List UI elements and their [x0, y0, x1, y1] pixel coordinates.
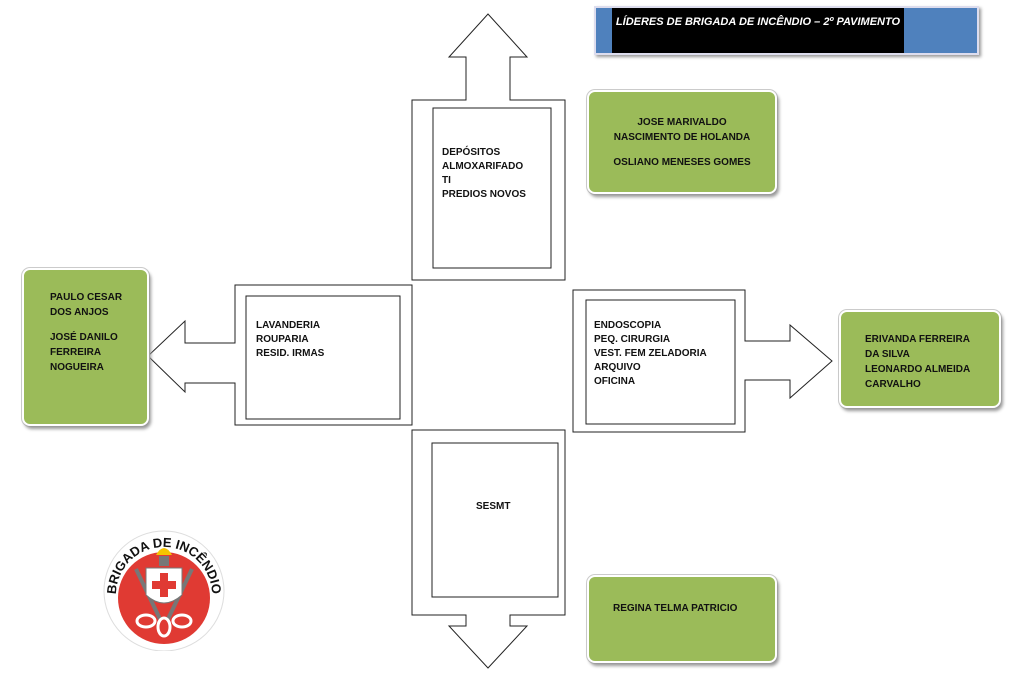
leader-name: JOSE MARIVALDO	[637, 117, 727, 128]
area-label: ROUPARIA	[256, 334, 309, 345]
leader-name: JOSÉ DANILO	[50, 332, 118, 343]
leader-name: REGINA TELMA PATRICIO	[613, 603, 738, 614]
area-label: DEPÓSITOS	[442, 147, 501, 158]
south-leaders-box: REGINA TELMA PATRICIO	[587, 575, 777, 663]
title-text: LÍDERES DE BRIGADA DE INCÊNDIO – 2º PAVI…	[612, 8, 904, 53]
north-leaders-box: JOSE MARIVALDO NASCIMENTO DE HOLANDA OSL…	[587, 90, 777, 194]
area-label: TI	[442, 175, 451, 186]
west-inner-box	[245, 295, 401, 420]
east-leaders-box: ERIVANDA FERREIRA DA SILVA LEONARDO ALME…	[839, 310, 1001, 408]
area-label: ENDOSCOPIA	[594, 320, 662, 331]
area-label: ALMOXARIFADO	[442, 161, 524, 172]
leader-name: FERREIRA	[50, 347, 102, 358]
area-label: SESMT	[476, 501, 511, 512]
east-inner-box	[585, 299, 736, 425]
north-inner-box	[432, 107, 552, 269]
area-label: PEQ. CIRURGIA	[594, 334, 671, 345]
area-label: PREDIOS NOVOS	[442, 189, 526, 200]
leader-name: DOS ANJOS	[50, 307, 109, 318]
west-areas: LAVANDERIA ROUPARIA RESID. IRMAS	[256, 319, 324, 361]
leader-name: LEONARDO ALMEIDA	[865, 364, 971, 375]
brigada-logo: BRIGADA DE INCÊNDIO	[103, 530, 225, 651]
area-label: LAVANDERIA	[256, 320, 321, 331]
area-label: OFICINA	[594, 376, 636, 387]
north-areas: DEPÓSITOS ALMOXARIFADO TI PREDIOS NOVOS	[442, 146, 526, 202]
leader-name: DA SILVA	[865, 349, 910, 360]
area-label: ARQUIVO	[594, 362, 641, 373]
leader-name: NOGUEIRA	[50, 362, 104, 373]
leader-name: PAULO CESAR	[50, 292, 123, 303]
area-label: RESID. IRMAS	[256, 348, 325, 359]
area-label: VEST. FEM ZELADORIA	[594, 348, 707, 359]
leader-name: OSLIANO MENESES GOMES	[613, 157, 751, 168]
south-areas: SESMT	[476, 500, 510, 514]
leader-name: NASCIMENTO DE HOLANDA	[613, 132, 751, 143]
leader-name: CARVALHO	[865, 379, 921, 390]
south-inner-box	[431, 442, 559, 598]
title-banner: LÍDERES DE BRIGADA DE INCÊNDIO – 2º PAVI…	[594, 6, 979, 55]
leader-name: ERIVANDA FERREIRA	[865, 334, 971, 345]
west-leaders-box: PAULO CESAR DOS ANJOS JOSÉ DANILO FERREI…	[22, 268, 149, 426]
east-areas: ENDOSCOPIA PEQ. CIRURGIA VEST. FEM ZELAD…	[594, 319, 707, 389]
